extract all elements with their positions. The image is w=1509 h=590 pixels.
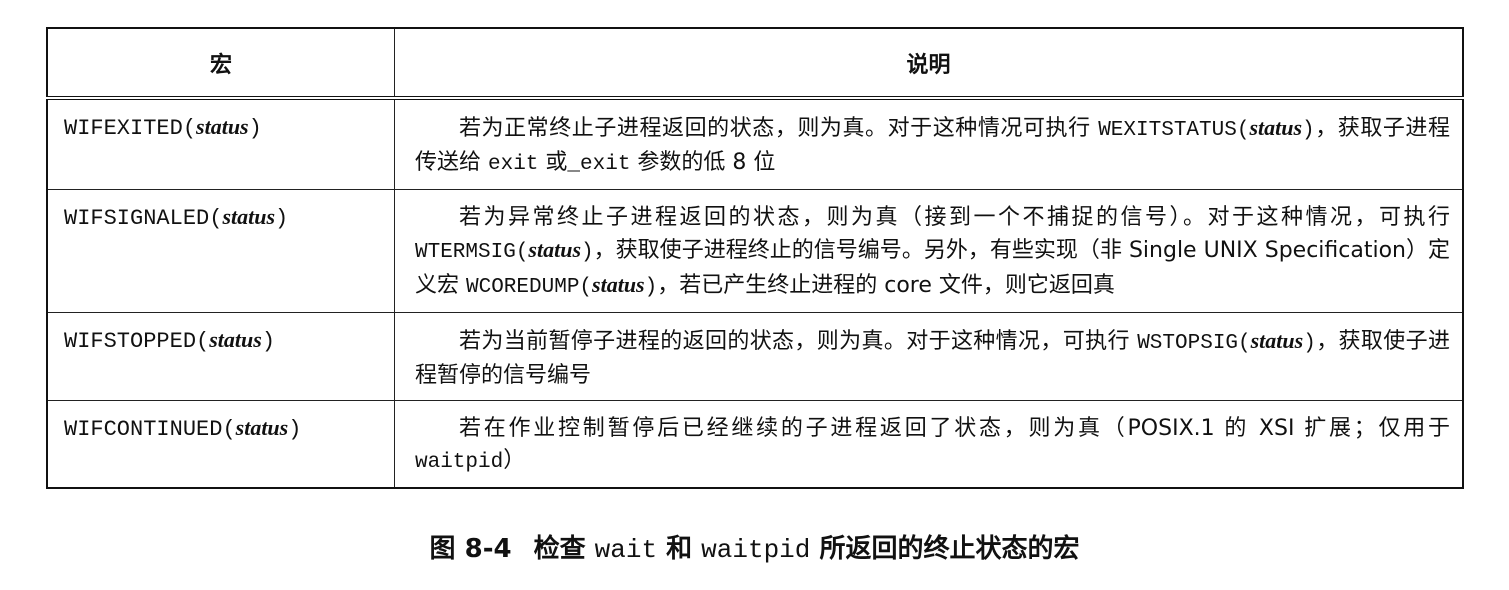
description-text: ，获取子进程传送给 [415, 116, 1450, 175]
code-text: waitpid [701, 535, 811, 565]
table-row: WIFEXITED(status) 若为正常终止子进程返回的状态，则为真。对于这… [46, 97, 1464, 190]
description-text: 所返回的终止状态的宏 [810, 534, 1080, 564]
macro-arg: status [209, 327, 262, 352]
paren-close: ) [261, 329, 276, 354]
description-text: 检查 [533, 534, 595, 564]
description-text: 若为异常终止子进程返回的状态，则为真（接到一个不捕捉的信号）。对于这种情况，可执… [459, 205, 1450, 230]
paren-close: ) [288, 417, 302, 442]
figure-caption: 图 8-4 检查 wait 和 waitpid 所返回的终止状态的宏 [0, 528, 1509, 565]
code-text: WCOREDUMP( [466, 276, 593, 299]
italic-arg: status [1250, 328, 1304, 353]
caption-text: 检查 wait 和 waitpid 所返回的终止状态的宏 [533, 534, 1080, 565]
description-cell: 若在作业控制暂停后已经继续的子进程返回了状态，则为真（POSIX.1 的 XSI… [394, 400, 1464, 489]
macro-arg: status [222, 204, 276, 229]
table-row: WIFCONTINUED(status) 若在作业控制暂停后已经继续的子进程返回… [46, 400, 1464, 489]
description-text: ，若已产生终止进程的 core 文件，则它返回真 [657, 273, 1115, 298]
macro-name: WIFEXITED [64, 116, 183, 141]
column-header-macro: 宏 [46, 27, 395, 100]
description-text: ） [503, 448, 526, 473]
paren-open: ( [222, 417, 236, 442]
figure-number: 图 8-4 [429, 534, 512, 564]
code-text: ) [644, 276, 658, 299]
description-text: 若在作业控制暂停后已经继续的子进程返回了状态，则为真（POSIX.1 的 XSI… [459, 416, 1450, 441]
macro-arg: status [196, 114, 249, 139]
table-row: WIFSIGNALED(status) 若为异常终止子进程返回的状态，则为真（接… [46, 189, 1464, 313]
macro-arg: status [235, 415, 289, 440]
code-text: ) [581, 241, 594, 264]
macro-name: WIFCONTINUED [64, 417, 223, 442]
code-text: _exit [567, 153, 631, 176]
code-text: ) [1302, 119, 1315, 142]
description-text: 若为当前暂停子进程的返回的状态，则为真。对于这种情况，可执行 [459, 329, 1138, 354]
macro-cell: WIFSTOPPED(status) [46, 312, 395, 401]
macro-cell: WIFSIGNALED(status) [46, 189, 395, 313]
description-text: ，获取使子进程暂停的信号编号 [415, 329, 1450, 388]
description-cell: 若为异常终止子进程返回的状态，则为真（接到一个不捕捉的信号）。对于这种情况，可执… [394, 189, 1464, 313]
paren-open: ( [182, 116, 197, 141]
description-text: 和 [657, 534, 702, 564]
description-text: ，获取使子进程终止的信号编号。另外，有些实现（非 Single UNIX Spe… [415, 238, 1450, 298]
italic-arg: status [528, 237, 582, 262]
macro-cell: WIFCONTINUED(status) [46, 400, 395, 489]
code-text: waitpid [415, 451, 504, 474]
description-cell: 若为当前暂停子进程的返回的状态，则为真。对于这种情况，可执行 WSTOPSIG(… [394, 312, 1464, 401]
code-text: WTERMSIG( [415, 241, 529, 264]
macro-name: WIFSTOPPED [64, 329, 197, 354]
paren-open: ( [209, 206, 223, 231]
macro-cell: WIFEXITED(status) [46, 97, 395, 190]
paren-close: ) [248, 116, 262, 141]
column-header-description: 说明 [394, 27, 1464, 100]
table-header-row: 宏 说明 [46, 27, 1464, 100]
description-text: 若为正常终止子进程返回的状态，则为真。对于这种情况可执行 [459, 116, 1099, 141]
description-text: 或 [538, 150, 568, 175]
code-text: ) [1303, 332, 1316, 355]
code-text: exit [488, 153, 539, 176]
italic-arg: status [1249, 115, 1303, 140]
italic-arg: status [592, 272, 645, 297]
description-text: 参数的低 8 位 [630, 150, 776, 175]
code-text: WEXITSTATUS( [1098, 119, 1250, 142]
code-text: WSTOPSIG( [1137, 332, 1251, 355]
description-cell: 若为正常终止子进程返回的状态，则为真。对于这种情况可执行 WEXITSTATUS… [394, 97, 1464, 190]
table-row: WIFSTOPPED(status) 若为当前暂停子进程的返回的状态，则为真。对… [46, 312, 1464, 401]
paren-open: ( [196, 329, 210, 354]
code-text: wait [594, 535, 658, 565]
macro-table: 宏 说明 WIFEXITED(status) 若为正常终止子进程返回的状态，则为… [46, 27, 1464, 489]
paren-close: ) [275, 206, 289, 231]
macro-name: WIFSIGNALED [64, 206, 210, 231]
